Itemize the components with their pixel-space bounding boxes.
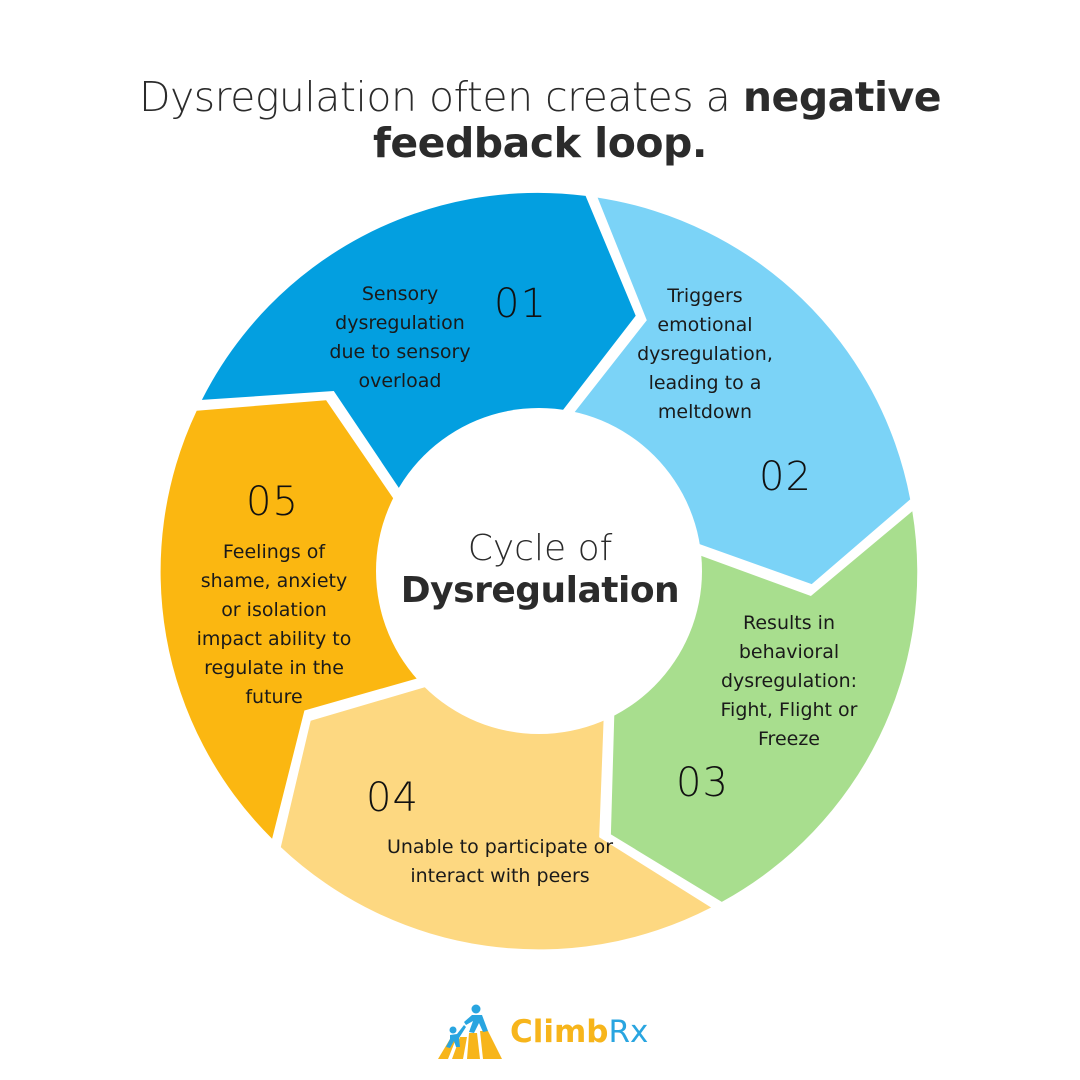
segment-04-shape (280, 683, 712, 950)
segment-01-line: overload (358, 370, 442, 392)
center-circle (376, 408, 702, 734)
segment-04-number: 04 (366, 775, 419, 821)
title-line-2: feedback loop. (373, 119, 707, 167)
segment-04-line: interact with peers (410, 865, 590, 887)
brand-name: ClimbRx (510, 1014, 648, 1050)
title-light-text: Dysregulation often creates a (138, 73, 743, 121)
brand-name-rx: Rx (608, 1014, 649, 1050)
segment-05-text: Feelings of shame, anxiety or isolation … (180, 538, 368, 712)
segment-05-shape (160, 400, 431, 839)
segment-04-text: Unable to participate or interact with p… (360, 833, 640, 891)
segment-03-line: Freeze (758, 728, 820, 750)
page-title: Dysregulation often creates a negative f… (0, 74, 1080, 166)
brand-name-climb: Climb (510, 1014, 609, 1050)
segment-01-text: Sensory dysregulation due to sensory ove… (300, 280, 500, 396)
segment-01-line: due to sensory (329, 341, 471, 363)
segment-05-line: future (245, 686, 303, 708)
segment-01-line: dysregulation (335, 312, 465, 334)
title-line-1: Dysregulation often creates a negative (0, 74, 1080, 120)
segment-01-number: 01 (494, 281, 547, 327)
segment-05-line: impact ability to (196, 628, 352, 650)
segment-01-line: Sensory (361, 283, 439, 305)
segment-02-line: Triggers (667, 285, 743, 307)
center-label: Cycle of Dysregulation (370, 528, 710, 612)
segment-05-line: or isolation (221, 599, 327, 621)
segment-03-line: behavioral (738, 641, 840, 663)
segment-02-line: leading to a (648, 372, 762, 394)
center-line-1: Cycle of (467, 528, 613, 569)
segment-05-number: 05 (246, 479, 299, 525)
segment-02-line: meltdown (657, 401, 753, 423)
title-bold-text: negative (742, 73, 942, 121)
climbrx-logo: ClimbRx (436, 1002, 648, 1062)
segment-02-line: dysregulation, (637, 343, 773, 365)
segment-05-line: regulate in the (204, 657, 344, 679)
center-line-2: Dysregulation (400, 570, 680, 611)
segment-02-shape (565, 197, 911, 585)
climbers-helping-icon (438, 1004, 502, 1059)
segment-02-text: Triggers emotional dysregulation, leadin… (610, 282, 800, 427)
segment-03-line: Fight, Flight or (720, 699, 858, 721)
segment-02-number: 02 (759, 454, 812, 500)
segment-03-line: Results in (743, 612, 835, 634)
segment-02-line: emotional (657, 314, 753, 336)
segment-03-line: dysregulation: (720, 670, 858, 692)
segment-01-shape (201, 192, 636, 500)
segment-04-line: Unable to participate or (386, 836, 614, 858)
segment-03-number: 03 (676, 760, 729, 806)
segment-03-text: Results in behavioral dysregulation: Fig… (694, 609, 884, 754)
segment-05-line: shame, anxiety (200, 570, 348, 592)
segment-05-line: Feelings of (222, 541, 326, 563)
